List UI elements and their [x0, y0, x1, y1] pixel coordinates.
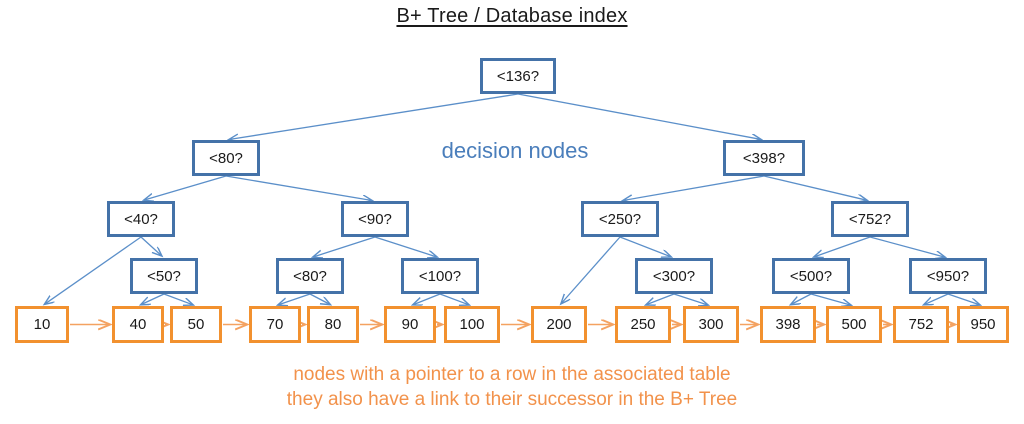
decision-node-label: <250? [598, 210, 642, 228]
decision-node-90[interactable]: <90? [341, 201, 409, 237]
leaf-node-label: 300 [698, 316, 724, 333]
decision-node-40[interactable]: <40? [107, 201, 175, 237]
leaf-node-70[interactable]: 70 [249, 306, 301, 343]
decision-node-250[interactable]: <250? [581, 201, 659, 237]
leaf-node-label: 90 [401, 316, 419, 333]
decision-node-label: <300? [652, 267, 696, 285]
leaf-node-label: 398 [775, 316, 801, 333]
decision-node-950[interactable]: <950? [909, 258, 987, 294]
leaf-node-10[interactable]: 10 [15, 306, 69, 343]
tree-edges [44, 93, 980, 305]
decision-node-label: <398? [742, 149, 786, 167]
page-title: B+ Tree / Database index [396, 5, 628, 27]
leaf-node-label: 10 [33, 316, 51, 333]
decision-node-label: <90? [358, 210, 392, 228]
decision-node-100[interactable]: <100? [401, 258, 479, 294]
leaf-nodes-caption: nodes with a pointer to a row in the ass… [0, 362, 1024, 412]
leaf-node-label: 70 [266, 316, 284, 333]
caption-line-2: they also have a link to their successor… [286, 389, 738, 410]
caption-line-1: nodes with a pointer to a row in the ass… [293, 364, 731, 385]
decision-node-136[interactable]: <136? [480, 58, 556, 94]
decision-node-label: <136? [496, 67, 540, 85]
leaf-node-label: 50 [187, 316, 205, 333]
leaf-node-label: 40 [129, 316, 147, 333]
decision-node-300[interactable]: <300? [635, 258, 713, 294]
decision-node-label: <40? [124, 210, 158, 228]
leaf-node-50[interactable]: 50 [170, 306, 222, 343]
decision-node-label: <100? [418, 267, 462, 285]
leaf-node-752[interactable]: 752 [893, 306, 949, 343]
decision-node-50[interactable]: <50? [130, 258, 198, 294]
leaf-node-label: 950 [970, 316, 996, 333]
leaf-node-398[interactable]: 398 [760, 306, 816, 343]
decision-node-752[interactable]: <752? [831, 201, 909, 237]
leaf-node-80[interactable]: 80 [307, 306, 359, 343]
leaf-node-100[interactable]: 100 [444, 306, 500, 343]
decision-node-80[interactable]: <80? [276, 258, 344, 294]
decision-node-80[interactable]: <80? [192, 140, 260, 176]
decision-node-label: <80? [209, 149, 243, 167]
decision-node-label: <752? [848, 210, 892, 228]
decision-node-label: <950? [926, 267, 970, 285]
decision-node-label: <80? [293, 267, 327, 285]
leaf-node-200[interactable]: 200 [531, 306, 587, 343]
decision-node-label: <50? [147, 267, 181, 285]
leaf-node-label: 200 [546, 316, 572, 333]
leaf-node-label: 250 [630, 316, 656, 333]
decision-node-label: <500? [789, 267, 833, 285]
leaf-node-250[interactable]: 250 [615, 306, 671, 343]
leaf-node-950[interactable]: 950 [957, 306, 1009, 343]
leaf-node-300[interactable]: 300 [683, 306, 739, 343]
decision-nodes-label: decision nodes [441, 138, 589, 163]
leaf-node-label: 500 [841, 316, 867, 333]
leaf-node-label: 80 [324, 316, 342, 333]
decision-node-398[interactable]: <398? [723, 140, 805, 176]
decision-node-500[interactable]: <500? [772, 258, 850, 294]
leaf-node-500[interactable]: 500 [826, 306, 882, 343]
leaf-node-label: 100 [459, 316, 485, 333]
leaf-node-label: 752 [908, 316, 934, 333]
leaf-node-40[interactable]: 40 [112, 306, 164, 343]
leaf-node-90[interactable]: 90 [384, 306, 436, 343]
